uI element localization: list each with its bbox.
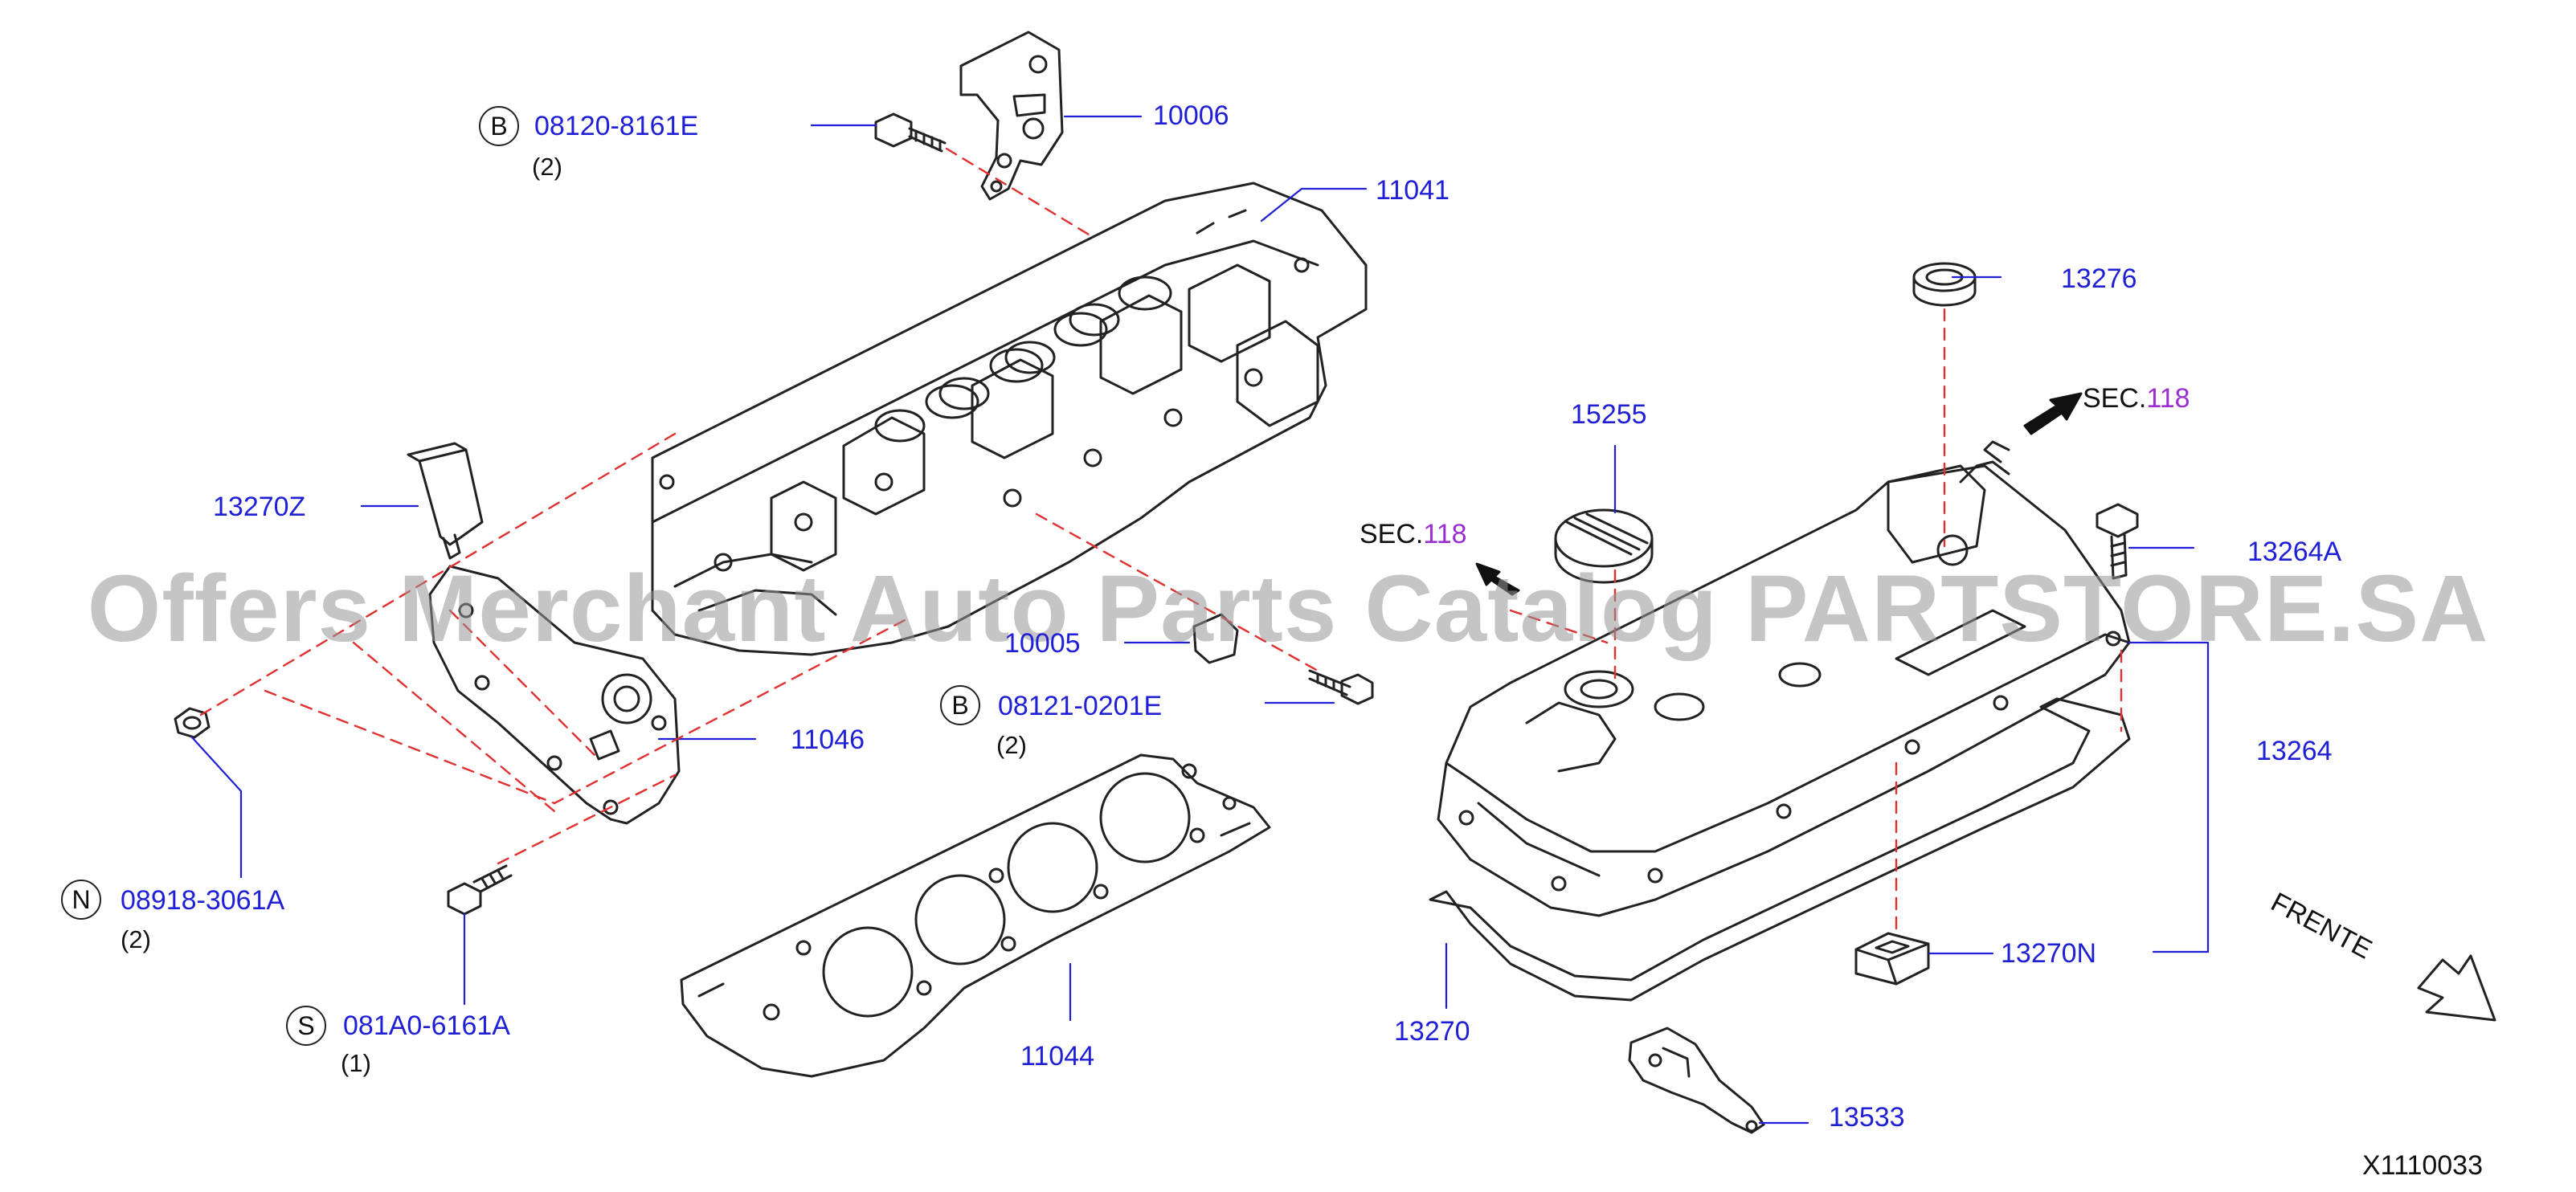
badge-b-2: B — [940, 685, 980, 725]
part-label-11046[interactable]: 11046 — [791, 725, 865, 755]
part-label-11041[interactable]: 11041 — [1376, 175, 1450, 206]
part-label-10005[interactable]: 10005 — [1004, 628, 1081, 659]
badge-s: S — [286, 1006, 326, 1046]
section-ref-118-right[interactable]: SEC.118 — [2083, 383, 2190, 414]
fastener-label-081A0-6161A[interactable]: 081A0-6161A — [343, 1010, 510, 1041]
fastener-qty-08918-3061A: (2) — [121, 925, 151, 953]
bolt-13264A — [2096, 503, 2139, 580]
bolt-08121-0201E — [1308, 669, 1374, 705]
lifting-bracket-10006 — [959, 31, 1064, 201]
section-ref-118-left[interactable]: SEC.118 — [1360, 519, 1467, 550]
sec-118-arrow-right — [2023, 392, 2083, 435]
bracket-13533 — [1628, 1027, 1765, 1134]
part-label-13264[interactable]: 13264 — [2256, 736, 2333, 766]
rocker-gasket-13270 — [1429, 697, 2131, 1002]
bracket-10005 — [1192, 613, 1239, 664]
badge-n: N — [61, 880, 101, 920]
bolt-08120-8161E — [874, 112, 947, 153]
fastener-qty-081A0-6161A: (1) — [341, 1049, 371, 1077]
sealant-tube-13270Z — [407, 442, 484, 560]
fastener-label-08918-3061A[interactable]: 08918-3061A — [121, 885, 285, 916]
section-ref-prefix: SEC. — [1360, 519, 1424, 549]
part-label-15255[interactable]: 15255 — [1571, 399, 1647, 430]
cylinder-head-11041 — [651, 182, 1368, 656]
oil-filler-cap-15255 — [1554, 508, 1654, 584]
section-ref-number: 118 — [1423, 519, 1467, 549]
seal-13270N — [1854, 932, 1930, 986]
part-label-13270N[interactable]: 13270N — [2001, 938, 2097, 969]
fastener-label-08121-0201E[interactable]: 08121-0201E — [998, 691, 1163, 721]
part-label-13270Z[interactable]: 13270Z — [213, 492, 306, 522]
rocker-cover-13264 — [1437, 440, 2131, 917]
part-label-13276[interactable]: 13276 — [2061, 263, 2137, 294]
sec-118-arrow-left — [1475, 562, 1520, 596]
section-ref-number: 118 — [2146, 383, 2190, 414]
front-cover-11046 — [428, 565, 681, 825]
part-label-11044[interactable]: 11044 — [1020, 1041, 1095, 1072]
fastener-label-08120-8161E[interactable]: 08120-8161E — [534, 111, 699, 141]
part-label-13264A[interactable]: 13264A — [2247, 537, 2342, 567]
nut-08918-3061A — [174, 707, 211, 739]
badge-b-1: B — [479, 106, 519, 146]
front-direction-arrow — [2417, 954, 2496, 1022]
fastener-qty-08121-0201E: (2) — [996, 731, 1027, 759]
part-label-10006[interactable]: 10006 — [1153, 100, 1229, 131]
head-gasket-11044 — [680, 753, 1271, 1078]
bolt-081A0-6161A — [447, 864, 513, 916]
section-ref-prefix: SEC. — [2083, 383, 2147, 414]
part-label-13533[interactable]: 13533 — [1829, 1102, 1905, 1133]
fastener-qty-08120-8161E: (2) — [532, 153, 562, 181]
oil-seal-13276 — [1912, 262, 1977, 307]
part-label-13270[interactable]: 13270 — [1394, 1016, 1470, 1047]
diagram-code: X1110033 — [2362, 1150, 2483, 1181]
